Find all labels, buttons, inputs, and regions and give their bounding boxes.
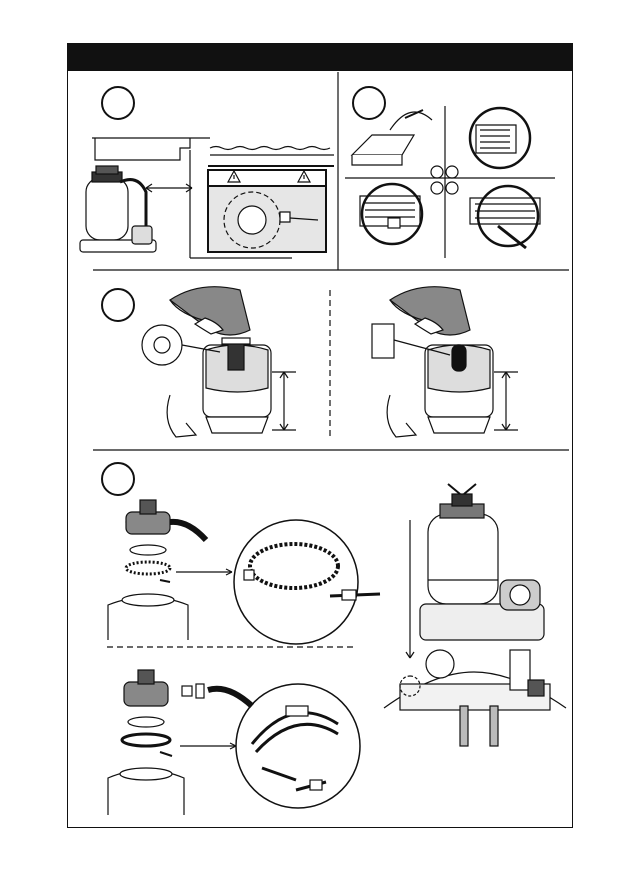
sand-tank-right	[425, 345, 493, 433]
hose-icon	[170, 522, 206, 540]
pump-icon	[132, 226, 152, 244]
sand-filter-assembled-icon	[406, 484, 544, 658]
hand-pouring-sand-icon-left	[170, 287, 250, 335]
valve-assembly-icon-bottom	[108, 670, 252, 815]
sand-filter-icon	[80, 166, 156, 252]
hand-pouring-sand-icon-right	[390, 287, 470, 335]
magnifier-circle-icon	[234, 520, 358, 644]
clamp-ring-detail-top	[244, 544, 380, 600]
clamp-ring-icon	[122, 734, 170, 746]
sand-bag-icon	[372, 324, 394, 358]
skimmer-panel-2	[446, 108, 530, 178]
hose-icon	[208, 689, 252, 706]
o-ring-icon	[128, 717, 164, 727]
skimmer-panel-1	[352, 110, 443, 178]
base-detail	[384, 650, 566, 746]
magnifier-circle-icon	[478, 186, 538, 246]
skimmer-panel-3	[360, 182, 443, 244]
pool-wall-icon	[92, 138, 334, 160]
warning-panel	[208, 166, 334, 252]
skimmer-icon	[280, 212, 290, 222]
step-marker-2	[352, 86, 386, 120]
clamp-ring-detail-bottom	[252, 706, 338, 790]
magnifier-circle-icon	[362, 184, 422, 244]
step-marker-3	[101, 288, 135, 322]
tank-height-arrow-icon	[272, 372, 296, 430]
leg-right	[387, 395, 416, 437]
valve-assembly-icon-top	[108, 500, 232, 640]
magnifier-circle-icon	[470, 108, 530, 168]
tank-height-arrow-icon-right	[494, 372, 518, 430]
skimmer-panel-4	[446, 182, 540, 248]
bolt-icon	[160, 580, 170, 582]
clamp-ring-icon	[126, 562, 170, 574]
bolt-icon	[262, 768, 296, 780]
o-ring-icon	[130, 545, 166, 555]
step-marker-4	[101, 462, 135, 496]
step-marker-1	[101, 86, 135, 120]
bolt-icon	[160, 752, 172, 756]
leg-left	[167, 395, 196, 437]
sand-tank-left	[203, 338, 271, 433]
water-surface-icon	[210, 147, 330, 150]
